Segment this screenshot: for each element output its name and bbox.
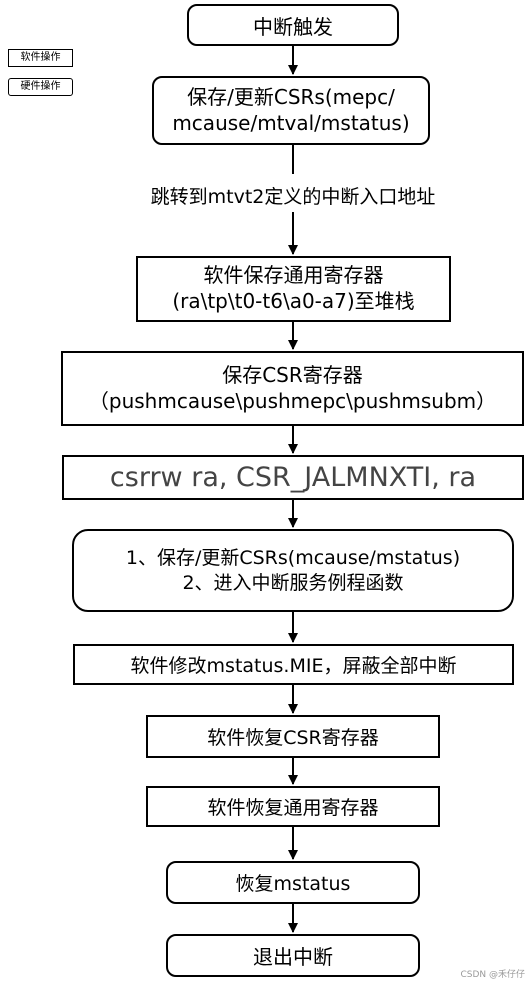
node-save-gprs: 软件保存通用寄存器 (ra\tp\t0-t6\a0-a7)至堆栈: [136, 256, 451, 322]
legend-hardware-label: 硬件操作: [20, 81, 61, 92]
node-save-csr-registers: 保存CSR寄存器 （pushmcause\pushmepc\pushmsubm）: [61, 351, 524, 426]
node-interrupt-trigger: 中断触发: [187, 4, 399, 46]
node-save-update-csrs: 保存/更新CSRs(mepc/ mcause/mtval/mstatus): [152, 76, 430, 145]
legend-software: 软件操作: [8, 49, 73, 67]
node-enter-isr: 1、保存/更新CSRs(mcause/mstatus) 2、进入中断服务例程函数: [72, 529, 514, 612]
watermark: CSDN @禾仔仔: [460, 970, 525, 980]
node-restore-gprs: 软件恢复通用寄存器: [146, 786, 440, 827]
legend-software-label: 软件操作: [20, 52, 61, 63]
node-restore-csr: 软件恢复CSR寄存器: [146, 715, 440, 758]
node-mask-interrupts: 软件修改mstatus.MIE，屏蔽全部中断: [73, 644, 514, 685]
node-restore-mstatus: 恢复mstatus: [166, 861, 420, 904]
node-csrrw-instruction: csrrw ra, CSR_JALMNXTI, ra: [62, 455, 524, 500]
legend-hardware: 硬件操作: [8, 78, 73, 96]
node-exit-interrupt: 退出中断: [166, 934, 420, 977]
edge-label-jump-entry: 跳转到mtvt2定义的中断入口地址: [150, 186, 436, 208]
